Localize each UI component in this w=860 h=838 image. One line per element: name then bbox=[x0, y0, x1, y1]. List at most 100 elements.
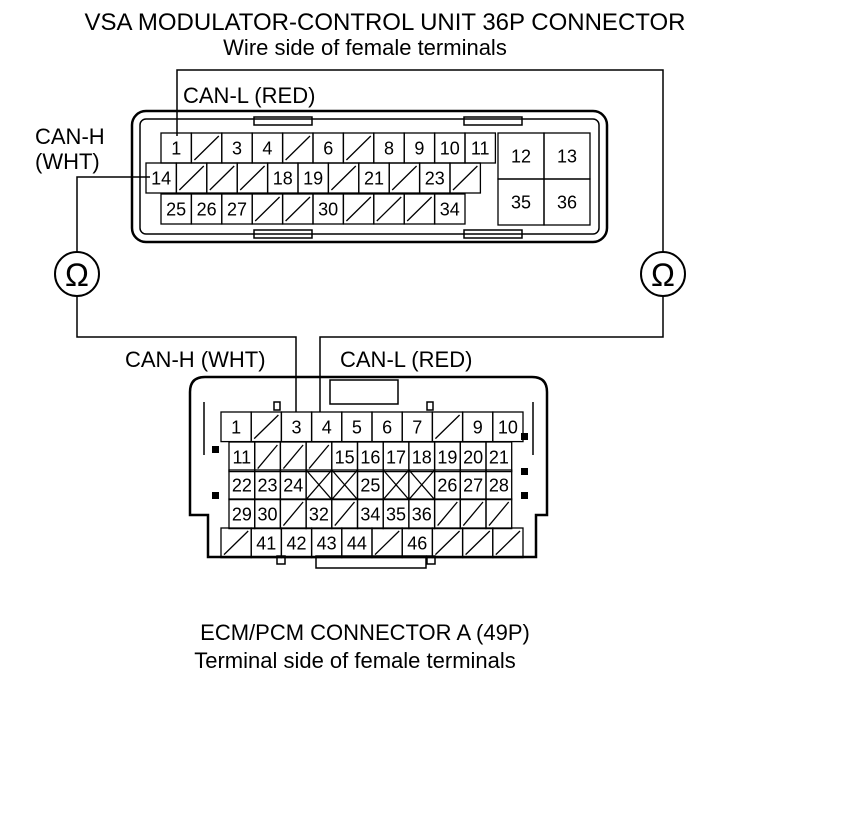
terminal-cell: 35 bbox=[382, 498, 410, 530]
terminal-number: 1 bbox=[171, 139, 181, 159]
terminal-number: 36 bbox=[412, 504, 432, 524]
terminal-cell: 35 bbox=[497, 178, 545, 226]
terminal-number: 23 bbox=[425, 169, 445, 189]
terminal-cell: 14 bbox=[145, 162, 178, 194]
blank-terminal bbox=[281, 132, 314, 164]
terminal-number: 35 bbox=[386, 504, 406, 524]
terminal-cell: 42 bbox=[280, 527, 313, 559]
blank-terminal bbox=[342, 193, 375, 225]
terminal-cell: 28 bbox=[485, 469, 513, 501]
terminal-cell: 12 bbox=[497, 132, 545, 180]
terminal-number: 3 bbox=[232, 139, 242, 159]
terminal-number: 27 bbox=[463, 475, 483, 495]
terminal-cell: 34 bbox=[356, 498, 384, 530]
blank-terminal bbox=[206, 162, 238, 194]
terminal-cell: 9 bbox=[461, 411, 494, 443]
terminal-number: 42 bbox=[286, 533, 306, 553]
terminal-number: 19 bbox=[303, 169, 323, 189]
terminal-number: 26 bbox=[437, 475, 457, 495]
terminal-cell: 26 bbox=[433, 469, 461, 501]
terminal-number: 18 bbox=[412, 447, 432, 467]
terminal-number: 25 bbox=[166, 200, 186, 220]
blank-terminal bbox=[190, 132, 223, 164]
terminal-cell: 21 bbox=[358, 162, 390, 194]
terminal-cell: 1 bbox=[220, 411, 252, 443]
terminal-cell: 3 bbox=[221, 132, 253, 164]
terminal-cell: 25 bbox=[356, 469, 384, 501]
blank-terminal bbox=[250, 411, 283, 443]
terminal-cell: 30 bbox=[254, 498, 282, 530]
terminal-number: 13 bbox=[557, 147, 577, 167]
terminal-cell: 23 bbox=[418, 162, 451, 194]
blank-terminal bbox=[459, 498, 487, 530]
terminal-cell: 7 bbox=[401, 411, 434, 443]
bottom-can-h-label: CAN-H (WHT) bbox=[125, 347, 266, 372]
terminal-number: 1 bbox=[231, 417, 241, 437]
terminal-number: 30 bbox=[258, 504, 278, 524]
terminal-number: 9 bbox=[414, 139, 424, 159]
terminal-number: 10 bbox=[440, 139, 460, 159]
terminal-cell: 5 bbox=[341, 411, 373, 443]
blank-terminal bbox=[279, 441, 307, 473]
terminal-number: 21 bbox=[364, 169, 384, 189]
blank-terminal bbox=[279, 498, 307, 530]
terminal-cell: 23 bbox=[254, 469, 282, 501]
terminal-number: 23 bbox=[258, 475, 278, 495]
terminal-number: 34 bbox=[440, 200, 460, 220]
terminal-cell: 19 bbox=[297, 162, 330, 194]
terminal-number: 7 bbox=[412, 417, 422, 437]
blank-terminal bbox=[461, 527, 494, 559]
terminal-cell: 19 bbox=[433, 441, 461, 473]
terminal-number: 28 bbox=[489, 475, 509, 495]
blank-terminal bbox=[305, 441, 333, 473]
blank-terminal bbox=[236, 162, 269, 194]
terminal-number: 22 bbox=[232, 475, 252, 495]
blank-terminal bbox=[342, 132, 375, 164]
terminal-number: 6 bbox=[382, 417, 392, 437]
terminal-cell: 1 bbox=[160, 132, 193, 164]
blank-terminal bbox=[327, 162, 360, 194]
terminal-number: 36 bbox=[557, 193, 577, 213]
terminal-cell: 18 bbox=[408, 441, 436, 473]
terminal-cell: 26 bbox=[190, 193, 223, 225]
ohm-icon: Ω bbox=[651, 257, 675, 293]
terminal-number: 32 bbox=[309, 504, 329, 524]
blank-terminal bbox=[388, 162, 421, 194]
terminal-cell: 34 bbox=[433, 193, 466, 225]
terminal-number: 41 bbox=[256, 533, 276, 553]
terminal-cell: 21 bbox=[485, 441, 513, 473]
blank-terminal bbox=[433, 498, 461, 530]
terminal-number: 29 bbox=[232, 504, 252, 524]
terminal-cell: 11 bbox=[464, 132, 497, 164]
bottom-connector-housing bbox=[188, 375, 549, 569]
terminal-number: 6 bbox=[323, 139, 333, 159]
terminal-number: 18 bbox=[273, 169, 293, 189]
terminal-cell: 9 bbox=[403, 132, 436, 164]
terminal-cell: 22 bbox=[228, 469, 256, 501]
bottom-connector-subtitle: Terminal side of female terminals bbox=[194, 648, 516, 673]
terminal-cell: 10 bbox=[433, 132, 466, 164]
plugged-terminal bbox=[382, 469, 410, 501]
blank-terminal bbox=[492, 527, 524, 559]
bottom-can-l-label: CAN-L (RED) bbox=[340, 347, 472, 372]
bottom-connector-title: ECM/PCM CONNECTOR A (49P) bbox=[200, 620, 530, 645]
blank-terminal bbox=[431, 527, 464, 559]
terminal-cell: 29 bbox=[228, 498, 256, 530]
terminal-number: 11 bbox=[233, 447, 252, 467]
terminal-number: 24 bbox=[283, 475, 303, 495]
can-l-wire-top bbox=[176, 69, 664, 252]
terminal-number: 12 bbox=[511, 147, 531, 167]
terminal-number: 43 bbox=[317, 533, 337, 553]
terminal-number: 14 bbox=[151, 169, 171, 189]
terminal-number: 16 bbox=[360, 447, 380, 467]
terminal-number: 30 bbox=[318, 200, 338, 220]
terminal-cell: 46 bbox=[401, 527, 434, 559]
terminal-cell: 32 bbox=[305, 498, 333, 530]
terminal-cell: 6 bbox=[312, 132, 345, 164]
terminal-number: 19 bbox=[437, 447, 457, 467]
terminal-number: 17 bbox=[386, 447, 406, 467]
terminal-cell: 27 bbox=[459, 469, 487, 501]
can-l-wire-bottom bbox=[319, 296, 664, 412]
